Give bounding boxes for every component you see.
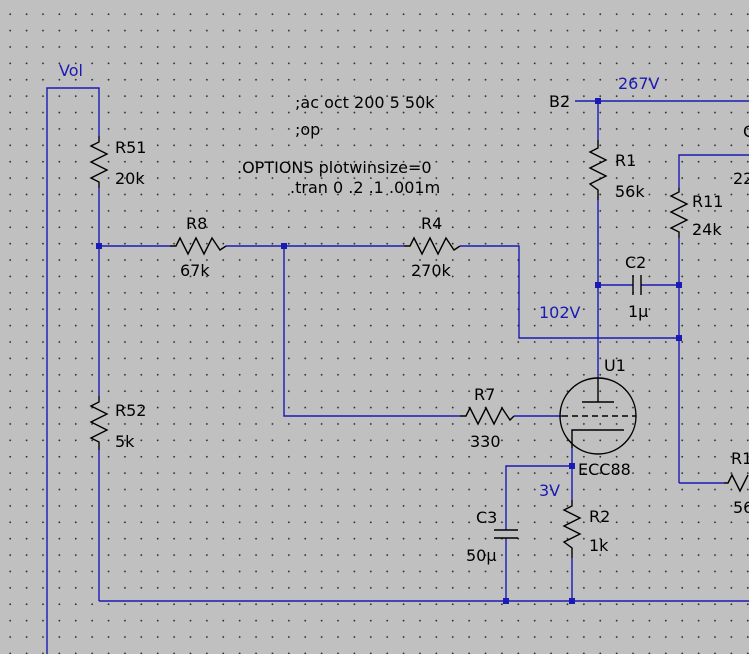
net-voltage-102: 102V <box>539 303 581 322</box>
label-r4-value: 270k <box>411 261 452 280</box>
label-r2-name: R2 <box>589 507 610 526</box>
capacitor-c3[interactable] <box>494 529 518 539</box>
label-r11-value: 24k <box>692 220 722 239</box>
resistor-r1[interactable] <box>588 140 608 200</box>
label-r7-value: 330 <box>470 432 501 451</box>
resistor-partial-right[interactable] <box>724 473 749 493</box>
label-partial-c-name: C <box>743 122 749 141</box>
directive-ac[interactable]: ;ac oct 200 5 50k <box>295 93 435 112</box>
resistor-r2[interactable] <box>562 500 582 558</box>
junctions <box>96 98 682 604</box>
directive-tran[interactable]: .tran 0 .2 .1 .001m <box>290 178 440 197</box>
resistor-r8[interactable] <box>170 236 227 256</box>
junction <box>595 282 601 288</box>
junction <box>676 282 682 288</box>
label-r8-name: R8 <box>186 214 207 233</box>
wire-cathode[interactable] <box>505 448 573 530</box>
label-c2-value: 1µ <box>628 302 648 321</box>
wires <box>46 87 749 654</box>
label-partial-c-value: 22 <box>733 169 749 188</box>
resistor-r11[interactable] <box>669 188 689 238</box>
label-r52-name: R52 <box>115 401 146 420</box>
label-r51-value: 20k <box>115 169 145 188</box>
label-r4-name: R4 <box>421 214 442 233</box>
label-r1-value: 56k <box>615 182 645 201</box>
net-label-vol: Vol <box>59 61 83 80</box>
label-partial-r-name: R1 <box>731 449 749 468</box>
net-voltage-267: 267V <box>618 74 660 93</box>
label-r2-value: 1k <box>589 536 609 555</box>
wire-vol[interactable] <box>46 87 100 654</box>
label-c2-name: C2 <box>625 253 646 272</box>
junction <box>569 463 575 469</box>
junction <box>96 243 102 249</box>
net-voltage-3: 3V <box>539 481 560 500</box>
triode-u1[interactable] <box>559 377 637 455</box>
resistor-r4[interactable] <box>404 236 461 256</box>
junction <box>595 98 601 104</box>
label-r8-value: 67k <box>180 261 210 280</box>
wire-r11-top[interactable] <box>678 154 749 188</box>
capacitor-c2[interactable] <box>632 275 642 295</box>
wire-to-r7[interactable] <box>283 246 460 417</box>
label-c3-value: 50µ <box>466 546 497 565</box>
junction <box>676 335 682 341</box>
junction <box>569 598 575 604</box>
net-label-b2: B2 <box>549 92 570 111</box>
label-r11-name: R11 <box>692 192 723 211</box>
wire-r4-out[interactable] <box>460 245 679 339</box>
label-u1-value: ECC88 <box>578 460 631 479</box>
label-partial-r-value: 56 <box>733 498 749 517</box>
label-r1-name: R1 <box>615 151 636 170</box>
label-c3-name: C3 <box>476 508 497 527</box>
directive-options[interactable]: .OPTIONS plotwinsize=0 <box>237 158 432 177</box>
label-r51-name: R51 <box>115 138 146 157</box>
directive-op[interactable]: ;op <box>295 120 320 139</box>
label-u1-name: U1 <box>604 356 626 375</box>
junction <box>281 243 287 249</box>
junction <box>503 598 509 604</box>
resistor-r7[interactable] <box>460 406 515 426</box>
label-r7-name: R7 <box>474 385 495 404</box>
label-r52-value: 5k <box>115 432 135 451</box>
resistor-r51[interactable] <box>89 136 109 188</box>
resistor-r52[interactable] <box>89 396 109 450</box>
